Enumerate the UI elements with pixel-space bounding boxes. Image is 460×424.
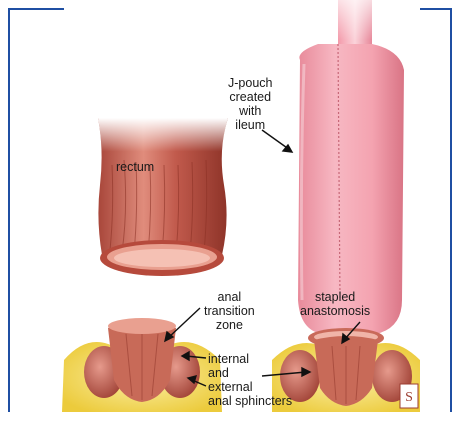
arrowhead-anal-transition [165,332,173,341]
label-anal-sphincters: internal and external anal sphincters [208,352,292,408]
label-anal-transition-zone: anal transition zone [204,290,255,332]
arrow-anal-transition [168,308,200,338]
arrowhead-external [188,376,196,383]
label-rectum: rectum [116,160,154,174]
arrowhead-internal [182,352,189,360]
arrowhead-sphincters-right [302,368,310,376]
label-stapled-anastomosis: stapled anastomosis [300,290,370,318]
label-jpouch: J-pouch created with ileum [228,76,272,132]
